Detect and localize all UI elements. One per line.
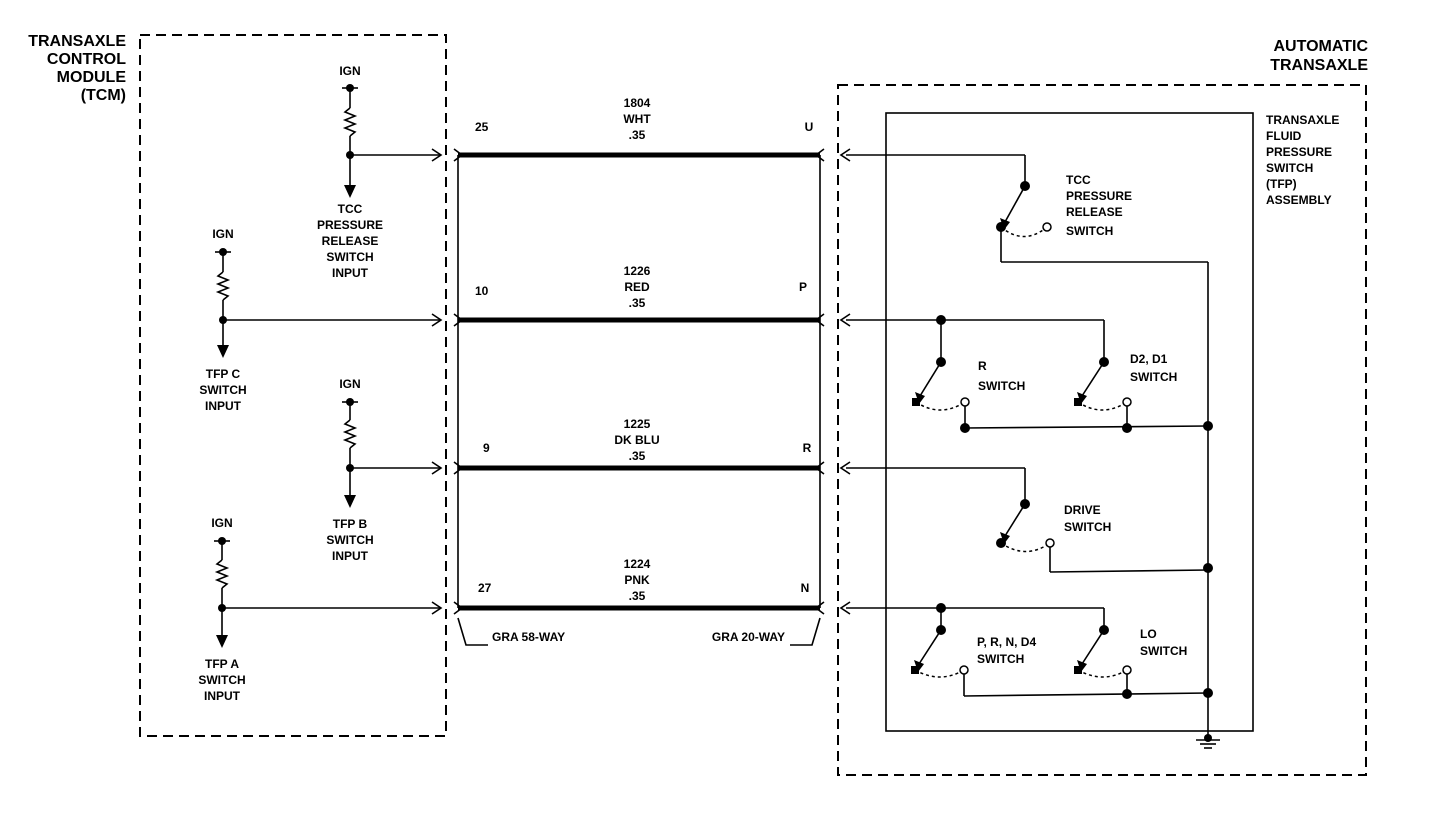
svg-text:(TFP): (TFP) <box>1266 177 1297 191</box>
svg-text:SWITCH: SWITCH <box>1130 370 1177 384</box>
svg-text:PRESSURE: PRESSURE <box>1266 145 1332 159</box>
svg-text:RELEASE: RELEASE <box>1066 205 1123 219</box>
svg-text:.35: .35 <box>629 589 646 603</box>
svg-text:DRIVE: DRIVE <box>1064 503 1101 517</box>
circuit-1224: 27 1224 PNK .35 N <box>478 557 809 603</box>
svg-text:INPUT: INPUT <box>204 689 241 703</box>
tfp-assembly-boundary <box>885 112 1254 732</box>
arrow-down-icon <box>216 635 228 648</box>
wire-harness <box>453 148 825 646</box>
svg-text:TFP C: TFP C <box>206 367 241 381</box>
tcm-input-tfp-a: IGN TFP A SWITCH INPUT <box>198 516 443 703</box>
tcm-input-tfp-b: IGN TFP B SWITCH INPUT <box>326 377 443 563</box>
arrow-down-icon <box>344 185 356 198</box>
svg-text:AUTOMATIC: AUTOMATIC <box>1273 38 1368 55</box>
svg-text:P, R, N, D4: P, R, N, D4 <box>977 635 1036 649</box>
svg-text:.35: .35 <box>629 296 646 310</box>
svg-text:WHT: WHT <box>623 112 651 126</box>
tcm-title-line: MODULE <box>57 69 127 86</box>
svg-text:TCC: TCC <box>338 202 363 216</box>
drive-switch: DRIVE SWITCH <box>846 467 1209 573</box>
resistor-icon <box>342 107 358 137</box>
svg-text:INPUT: INPUT <box>205 399 242 413</box>
tcm-boundary <box>139 34 447 737</box>
connector-left-label: GRA 58-WAY <box>492 630 565 644</box>
svg-text:1225: 1225 <box>624 417 651 431</box>
svg-text:1226: 1226 <box>624 264 651 278</box>
common-ground-bus <box>1196 262 1220 749</box>
tcm-title: TRANSAXLE CONTROL MODULE (TCM) <box>28 33 126 104</box>
transaxle-title: AUTOMATIC TRANSAXLE <box>1270 38 1368 74</box>
svg-text:SWITCH: SWITCH <box>198 673 245 687</box>
resistor-icon <box>214 559 230 589</box>
svg-text:10: 10 <box>475 284 489 298</box>
transaxle-input-arrows <box>839 148 851 615</box>
tcm-title-line: TRANSAXLE <box>28 33 126 50</box>
svg-text:1804: 1804 <box>624 96 651 110</box>
ign-label: IGN <box>339 377 360 391</box>
svg-text:25: 25 <box>475 120 489 134</box>
svg-text:SWITCH: SWITCH <box>977 652 1024 666</box>
circuit-1804: 25 1804 WHT .35 U <box>475 96 813 142</box>
circuit-1225: 9 1225 DK BLU .35 R <box>483 417 812 463</box>
ign-label: IGN <box>212 227 233 241</box>
arrow-down-icon <box>344 495 356 508</box>
svg-text:SWITCH: SWITCH <box>1266 161 1313 175</box>
svg-text:PNK: PNK <box>624 573 650 587</box>
svg-text:RELEASE: RELEASE <box>322 234 379 248</box>
svg-text:SWITCH: SWITCH <box>978 379 1025 393</box>
svg-text:SWITCH: SWITCH <box>1066 224 1113 238</box>
transaxle-boundary <box>837 84 1367 776</box>
svg-text:TFP A: TFP A <box>205 657 239 671</box>
resistor-icon <box>342 419 358 449</box>
tcm-input-tfp-c: IGN TFP C SWITCH INPUT <box>199 227 443 413</box>
svg-text:DK BLU: DK BLU <box>614 433 659 447</box>
tfp-assembly-title: TRANSAXLE FLUID PRESSURE SWITCH (TFP) AS… <box>1266 113 1339 207</box>
tcm-title-line: (TCM) <box>81 87 126 104</box>
arrow-down-icon <box>217 345 229 358</box>
svg-text:27: 27 <box>478 581 492 595</box>
svg-text:D2, D1: D2, D1 <box>1130 352 1168 366</box>
svg-text:.35: .35 <box>629 449 646 463</box>
svg-text:INPUT: INPUT <box>332 266 369 280</box>
connector-right-label: GRA 20-WAY <box>712 630 785 644</box>
svg-text:TFP B: TFP B <box>333 517 368 531</box>
ign-label: IGN <box>211 516 232 530</box>
ign-label: IGN <box>339 64 360 78</box>
svg-text:ASSEMBLY: ASSEMBLY <box>1266 193 1332 207</box>
connector-left-bracket <box>457 617 488 646</box>
svg-text:.35: .35 <box>629 128 646 142</box>
tcm-title-line: CONTROL <box>47 51 126 68</box>
svg-text:SWITCH: SWITCH <box>1140 644 1187 658</box>
svg-text:FLUID: FLUID <box>1266 129 1302 143</box>
svg-text:PRESSURE: PRESSURE <box>1066 189 1132 203</box>
svg-text:LO: LO <box>1140 627 1157 641</box>
svg-text:INPUT: INPUT <box>332 549 369 563</box>
svg-text:R: R <box>803 441 812 455</box>
svg-text:TRANSAXLE: TRANSAXLE <box>1266 113 1339 127</box>
svg-text:SWITCH: SWITCH <box>326 250 373 264</box>
svg-text:U: U <box>805 120 814 134</box>
svg-text:N: N <box>801 581 810 595</box>
circuit-1226: 10 1226 RED .35 P <box>475 264 807 310</box>
svg-text:SWITCH: SWITCH <box>199 383 246 397</box>
connector-right-bracket <box>790 617 821 646</box>
svg-text:RED: RED <box>624 280 650 294</box>
svg-text:SWITCH: SWITCH <box>326 533 373 547</box>
r-and-d2d1-switches: R SWITCH D2, D1 SWITCH <box>846 315 1209 433</box>
svg-text:P: P <box>799 280 807 294</box>
svg-text:9: 9 <box>483 441 490 455</box>
prnd4-and-lo-switches: P, R, N, D4 SWITCH LO SWITCH <box>846 603 1209 699</box>
resistor-icon <box>215 271 231 301</box>
svg-text:TRANSAXLE: TRANSAXLE <box>1270 57 1368 74</box>
svg-text:SWITCH: SWITCH <box>1064 520 1111 534</box>
tcm-input-tcc: IGN TCC PRESSURE RELEASE SWITCH INPUT <box>317 64 443 280</box>
svg-text:1224: 1224 <box>624 557 651 571</box>
svg-text:PRESSURE: PRESSURE <box>317 218 383 232</box>
tcc-pressure-release-switch: TCC PRESSURE RELEASE SWITCH <box>846 154 1208 263</box>
svg-text:R: R <box>978 359 987 373</box>
svg-text:TCC: TCC <box>1066 173 1091 187</box>
